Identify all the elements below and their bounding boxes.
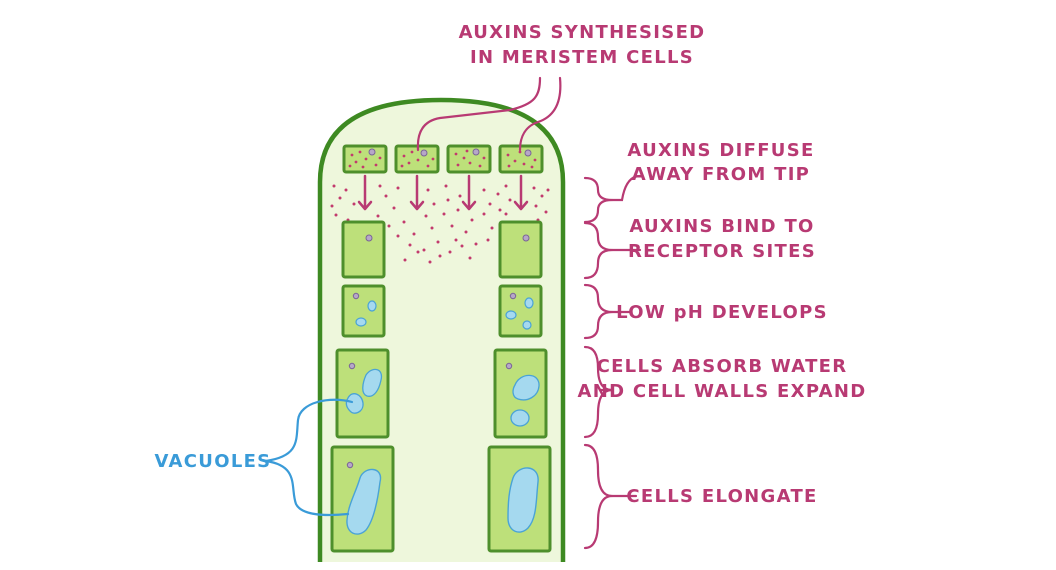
- vacuole: [512, 374, 540, 401]
- meristem-cell: [446, 144, 492, 174]
- vacuole: [522, 320, 532, 330]
- ph-label: LOW pH DEVELOPS: [616, 302, 828, 323]
- vacuole: [524, 297, 534, 309]
- diffuse-label-line2: AWAY FROM TIP: [632, 164, 810, 185]
- low-ph-cell-left: [341, 284, 386, 338]
- top-label-line1: AUXINS SYNTHESISED: [459, 22, 706, 43]
- brace-connectors: [598, 174, 642, 498]
- vacuole: [345, 393, 364, 414]
- down-arrow-icon: [357, 174, 529, 211]
- bind-label-line2: RECEPTOR SITES: [628, 241, 816, 262]
- receptor-cell-left: [341, 220, 386, 279]
- elongated-cell-right: [487, 445, 552, 553]
- receptor-cell-right: [498, 220, 543, 279]
- low-ph-cell-right: [498, 284, 543, 338]
- bind-label-line1: AUXINS BIND TO: [629, 216, 814, 237]
- vacuole: [355, 317, 367, 327]
- top-label-line2: IN MERISTEM CELLS: [470, 47, 694, 68]
- absorb-label-line1: CELLS ABSORB WATER: [597, 356, 848, 377]
- vacuole: [362, 368, 383, 397]
- expanding-cell-left: [335, 348, 390, 439]
- elongate-label: CELLS ELONGATE: [626, 486, 817, 507]
- top-label-leaders: [416, 76, 562, 152]
- diffuse-label-line1: AUXINS DIFFUSE: [627, 140, 814, 161]
- meristem-cell: [342, 144, 388, 174]
- absorb-label-line2: AND CELL WALLS EXPAND: [577, 381, 866, 402]
- elongated-cell-left: [330, 445, 395, 553]
- auxin-particles: [330, 184, 550, 264]
- vacuole: [367, 300, 377, 312]
- vacuoles-leader: [264, 398, 354, 517]
- vacuole: [505, 310, 517, 320]
- vacuoles-label: VACUOLES: [155, 451, 272, 472]
- expanding-cell-right: [493, 348, 548, 439]
- vacuole: [507, 467, 539, 533]
- vacuole: [510, 409, 530, 427]
- vacuole: [346, 468, 382, 535]
